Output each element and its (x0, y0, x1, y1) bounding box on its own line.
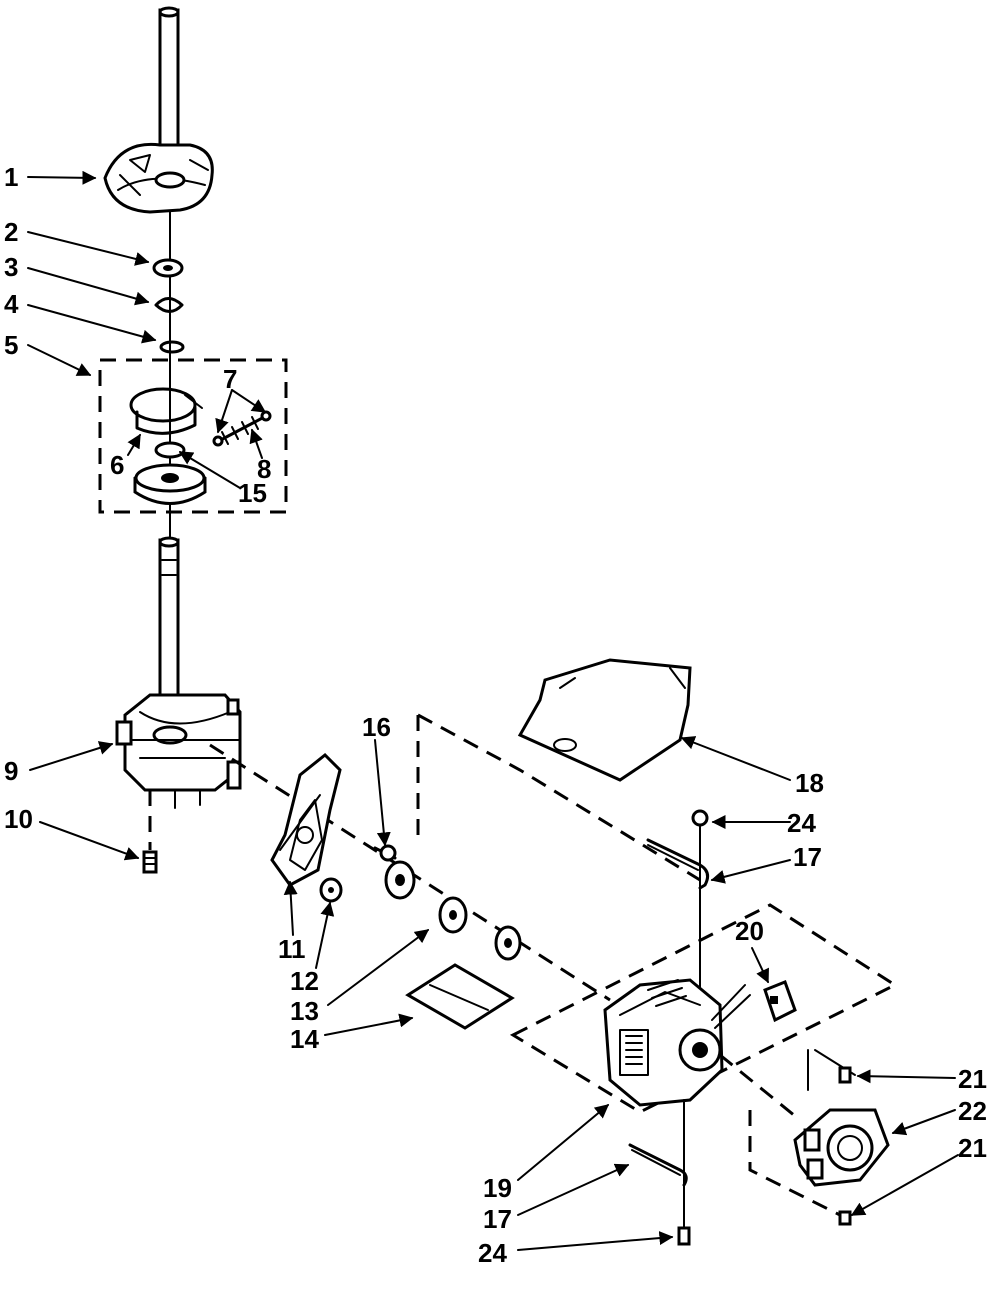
motor-dash-box (509, 903, 899, 1114)
callout-2: 2 (4, 217, 18, 247)
part-6-ring (129, 387, 203, 435)
part-22-pump (793, 1108, 890, 1187)
callout-21-upper: 21 (958, 1064, 987, 1094)
part-5-assembly-box (98, 358, 288, 514)
callout-24-lower: 24 (478, 1238, 507, 1268)
leader-lines (27, 170, 959, 1251)
part-24-screw-lower (677, 1099, 691, 1246)
callout-3: 3 (4, 252, 18, 282)
part-19-motor (603, 978, 751, 1107)
callout-11: 11 (278, 934, 306, 964)
part-12-nut (319, 877, 343, 903)
axis-line-pump (719, 1053, 801, 1122)
part-11-plate (270, 752, 342, 887)
callout-22: 22 (958, 1096, 987, 1126)
part-13-bearing-b (438, 896, 468, 934)
part-13-bearing-c (494, 925, 522, 961)
callout-17-upper: 17 (793, 842, 822, 872)
shaft-lower (158, 536, 180, 722)
callout-21-lower: 21 (958, 1133, 987, 1163)
part-24-screw-upper (691, 809, 709, 1001)
part-1-agitator-shaft (103, 6, 214, 214)
part-2-washer (152, 258, 184, 278)
callout-17-lower: 17 (483, 1204, 512, 1234)
callout-24-upper: 24 (787, 808, 816, 838)
part-14-pad (405, 963, 515, 1030)
part-9-gearcase (115, 693, 242, 809)
callout-18: 18 (795, 768, 824, 798)
part-20-switch (763, 980, 797, 1023)
part-15-hub (133, 441, 207, 505)
part-21-clip-lower (748, 1110, 852, 1226)
callout-15: 15 (238, 478, 267, 508)
callout-20: 20 (735, 916, 764, 946)
callout-labels: 1 2 3 4 5 6 7 8 9 10 11 12 13 14 15 16 1… (4, 162, 987, 1268)
part-13-bearing-a (384, 860, 416, 900)
axis-line-motor (416, 713, 701, 882)
part-4-ring (159, 340, 185, 354)
callout-6: 6 (110, 450, 124, 480)
part-3-clip (154, 297, 184, 313)
callout-16: 16 (362, 712, 391, 742)
callout-14: 14 (290, 1024, 319, 1054)
callout-5: 5 (4, 330, 18, 360)
part-16-screw (373, 844, 397, 862)
part-18-shield (517, 658, 692, 782)
callout-4: 4 (4, 289, 19, 319)
part-10-bolt (142, 850, 158, 874)
callout-12: 12 (290, 966, 319, 996)
part-21-clip-upper (807, 1049, 856, 1091)
part-17-clip-lower (628, 1143, 688, 1187)
callout-19: 19 (483, 1173, 512, 1203)
callout-8: 8 (257, 454, 271, 484)
callout-7: 7 (223, 364, 237, 394)
callout-9: 9 (4, 756, 18, 786)
callout-10: 10 (4, 804, 33, 834)
callout-13: 13 (290, 996, 319, 1026)
callout-1: 1 (4, 162, 18, 192)
